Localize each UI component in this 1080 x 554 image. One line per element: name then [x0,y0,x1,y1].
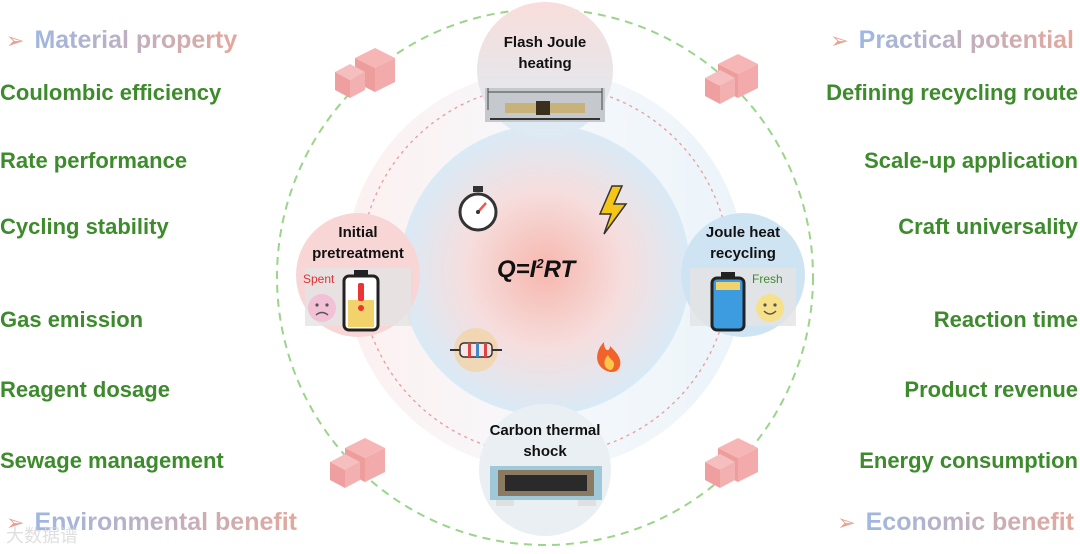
spent-label: Spent [303,272,335,286]
left-item: Rate performance [0,148,188,173]
cube-icon-bottom-left [330,438,385,488]
left-item: Coulombic efficiency [0,80,222,105]
happy-face-icon [756,294,784,322]
cube-icon-top-left [335,48,395,98]
right-item: Scale-up application [864,148,1078,173]
fire-icon [597,342,621,372]
right-item: Reaction time [933,307,1078,332]
header-practical-potential: Practical potential [858,26,1074,54]
left-item: Sewage management [0,448,224,473]
fresh-label: Fresh [752,272,783,286]
header-top-right: ➢ Practical potential [830,26,1074,55]
carbon-thermal-shock-icon [490,466,602,506]
right-item: Energy consumption [859,448,1078,473]
cube-icon-top-right [705,54,758,104]
right-item: Defining recycling route [826,80,1078,105]
header-top-left: ➢ Material property [6,26,237,55]
formula-superscript: 2 [536,256,544,271]
watermark: 大数据谱 [6,526,78,546]
stopwatch-icon [458,186,498,232]
left-item: Reagent dosage [0,377,170,402]
resistor-icon [450,328,502,372]
node-carbon-thermal-shock: Carbon thermal shock [489,422,601,460]
right-item: Craft universality [898,214,1078,239]
right-item: Product revenue [904,377,1078,402]
formula-main: Q=I [497,256,537,283]
node-initial-pretreatment: Initial pretreatment [312,224,404,262]
left-item: Gas emission [0,307,144,332]
header-bottom-left: ➢ Environmental benefit [6,508,297,537]
header-economic-benefit: Economic benefit [865,508,1074,536]
flash-joule-device-icon [485,88,605,122]
left-item: Cycling stability [0,214,169,239]
center-formula: Q=I2RT [497,256,575,284]
node-joule-heat-recycling: Joule heat recycling [705,224,781,262]
header-environmental-benefit: Environmental benefit [34,508,297,536]
chevron-right-icon: ➢ [6,27,25,53]
chevron-right-icon: ➢ [837,509,856,535]
chevron-right-icon: ➢ [830,27,849,53]
header-bottom-right: ➢ Economic benefit [837,508,1074,537]
cube-icon-bottom-right [705,438,758,488]
sad-face-icon [308,294,336,322]
lightning-icon [598,185,628,235]
chevron-right-icon: ➢ [6,509,25,535]
formula-tail: RT [543,256,576,283]
node-flash-joule-heating: Flash Joule heating [503,34,587,72]
header-material-property: Material property [34,26,238,54]
